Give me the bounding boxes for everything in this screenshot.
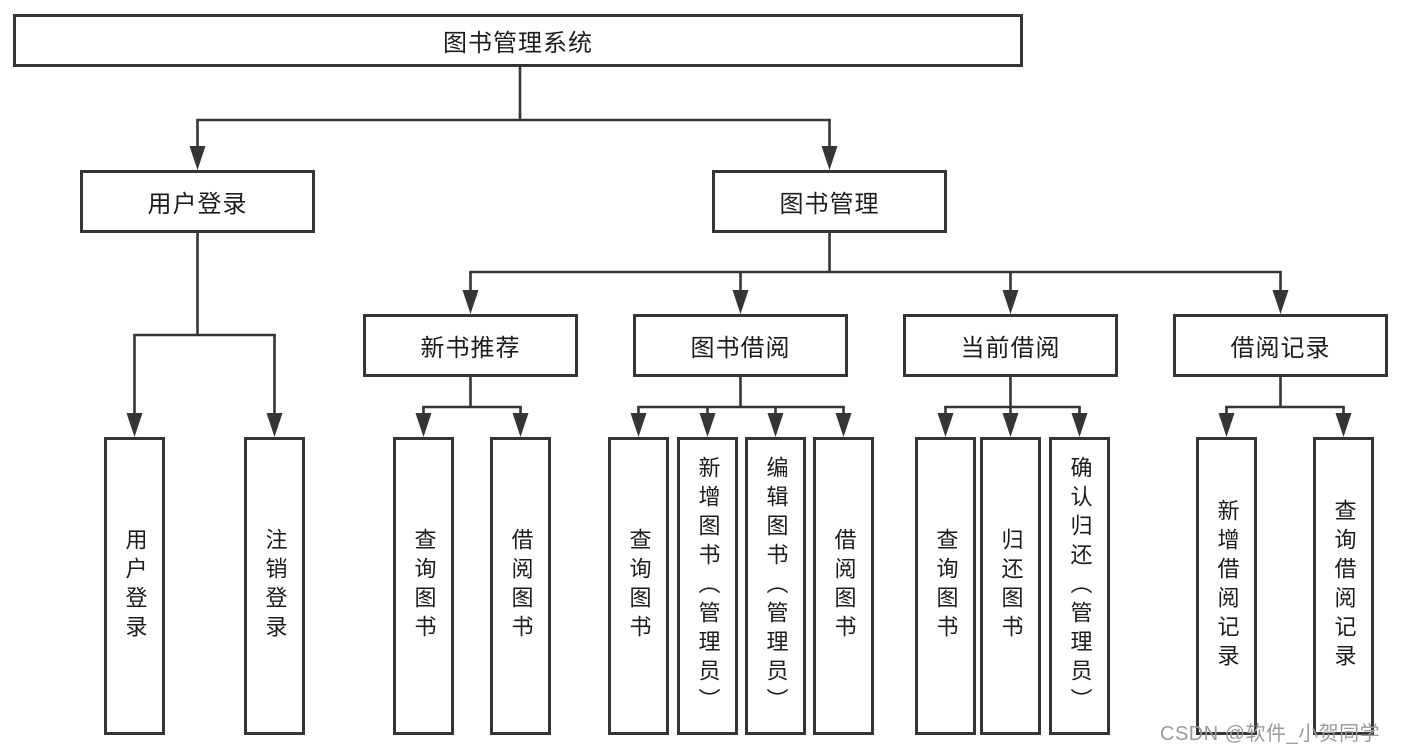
leaf-borrow-book-under-recommendation: 借阅图书: [490, 437, 551, 735]
node-label: 借阅图书: [831, 528, 857, 644]
node-label: 查询图书: [411, 528, 437, 644]
leaf-logout: 注销登录: [244, 437, 305, 735]
node-user-login: 用户登录: [80, 170, 315, 233]
node-borrowing-records: 借阅记录: [1173, 314, 1388, 377]
node-current-borrowing: 当前借阅: [903, 314, 1118, 377]
leaf-add-book-admin: 新增图书（管理员）: [677, 437, 738, 735]
node-label: 查询图书: [933, 528, 959, 644]
node-label: 查询图书: [626, 528, 652, 644]
node-label: 编辑图书（管理员）: [763, 455, 789, 717]
leaf-return-book: 归还图书: [980, 437, 1041, 735]
node-label: 新书推荐: [420, 335, 521, 362]
node-label: 借阅图书: [508, 528, 534, 644]
leaf-borrow-book-under-borrowing: 借阅图书: [813, 437, 874, 735]
leaf-query-borrow-record: 查询借阅记录: [1313, 437, 1374, 735]
node-label: 当前借阅: [960, 335, 1061, 362]
leaf-confirm-return-admin: 确认归还（管理员）: [1049, 437, 1110, 735]
node-library-management-system: 图书管理系统: [13, 14, 1023, 67]
node-label: 新增借阅记录: [1214, 499, 1240, 673]
leaf-user-login: 用户登录: [104, 437, 165, 735]
node-book-management: 图书管理: [712, 170, 947, 233]
node-label: 图书管理系统: [443, 30, 593, 57]
leaf-query-book-under-recommendation: 查询图书: [393, 437, 454, 735]
node-label: 注销登录: [262, 528, 288, 644]
csdn-watermark: CSDN @软件_小贺同学: [1160, 723, 1381, 745]
node-label: 用户登录: [122, 528, 148, 644]
leaf-add-borrow-record: 新增借阅记录: [1196, 437, 1257, 735]
leaf-edit-book-admin: 编辑图书（管理员）: [745, 437, 806, 735]
node-label: 新增图书（管理员）: [695, 455, 721, 717]
node-new-book-recommendation: 新书推荐: [363, 314, 578, 377]
node-book-borrowing: 图书借阅: [633, 314, 848, 377]
node-label: 图书借阅: [690, 335, 791, 362]
node-label: 图书管理: [779, 191, 880, 218]
node-label: 查询借阅记录: [1331, 499, 1357, 673]
leaf-query-book-under-current: 查询图书: [915, 437, 976, 735]
node-label: 归还图书: [998, 528, 1024, 644]
node-label: 用户登录: [147, 191, 248, 218]
leaf-query-book-under-borrowing: 查询图书: [608, 437, 669, 735]
node-label: 确认归还（管理员）: [1067, 455, 1093, 717]
node-label: 借阅记录: [1230, 335, 1331, 362]
